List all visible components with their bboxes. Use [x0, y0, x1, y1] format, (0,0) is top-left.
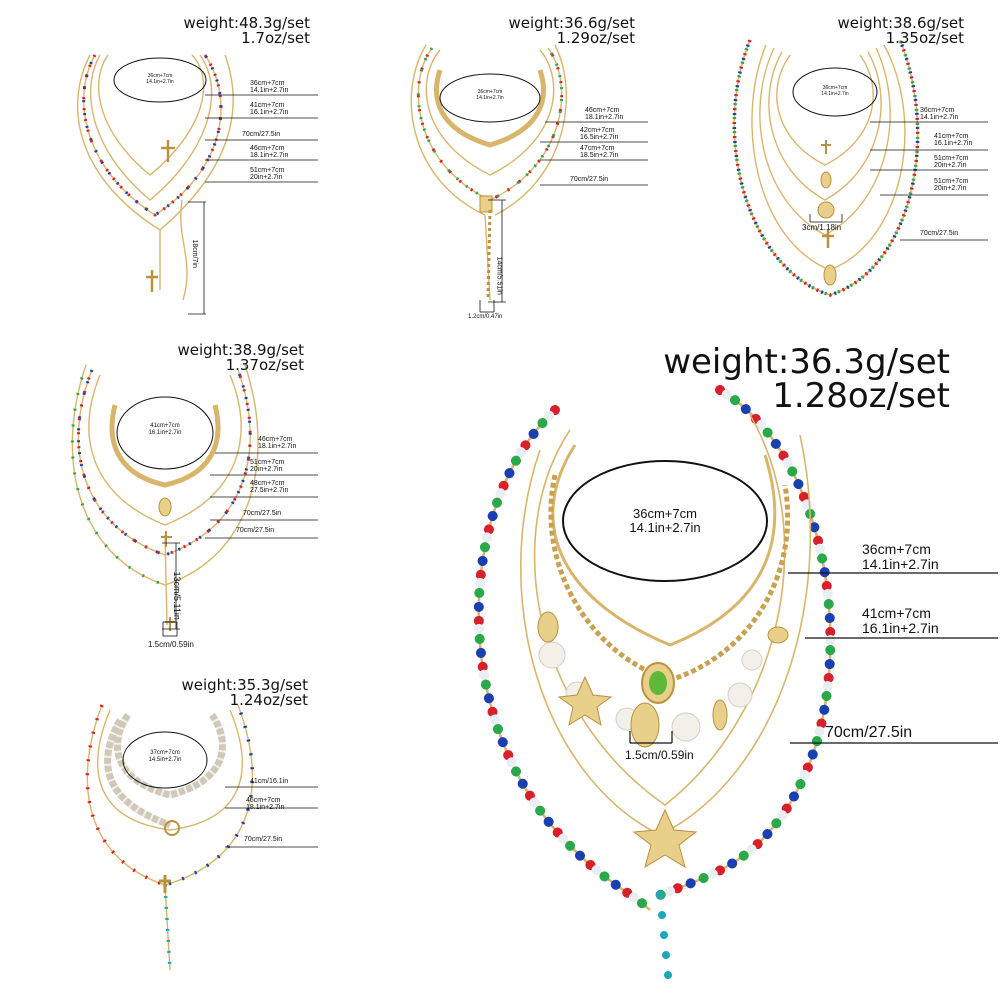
oval-length: 41cm+7cm — [150, 423, 180, 429]
width-label: 1.5cm/0.59in — [625, 748, 694, 762]
oval-length: 37cm+7cm — [150, 750, 180, 756]
width-label: 1.2cm/0.47in — [468, 314, 503, 320]
weight-grams: weight:38.6g/set — [837, 14, 964, 32]
weight-grams: weight:38.9g/set — [177, 341, 304, 359]
oval-length: 36cm+7cm — [147, 73, 173, 79]
weight-ounces: 1.35oz/set — [885, 29, 964, 47]
length-label: 70cm/27.5in — [244, 836, 283, 843]
length-label: 70cm/27.5in — [825, 724, 913, 741]
necklace-illustration — [85, 704, 318, 971]
drop-length-label: 13cm/5.11in — [171, 571, 182, 620]
product-panel-5: weight:35.3g/set 1.24oz/set 37cm+7cm 14.… — [0, 670, 330, 1000]
weight-grams: weight:48.3g/set — [183, 14, 310, 32]
necklace-illustration — [732, 39, 988, 297]
necklace-illustration — [77, 54, 318, 315]
weight-grams: weight:36.6g/set — [508, 14, 635, 32]
length-label: 70cm/27.5in — [570, 176, 609, 183]
oval-length-in: 14.5in+2.7in — [148, 756, 182, 763]
width-label: 3cm/1.18in — [802, 223, 842, 232]
oval-length-in: 14.1in+2.7in — [629, 520, 701, 536]
oval-length-in: 14.1in+2.7in — [146, 78, 174, 85]
necklace-illustration — [410, 44, 648, 313]
drop-length-label: 14cm/5.51in — [495, 256, 503, 295]
length-label: 70cm/27.5in — [920, 230, 959, 237]
weight-ounces: 1.28oz/set — [772, 376, 950, 416]
oval-length: 36cm+7cm — [477, 89, 503, 95]
product-panel-6: weight:36.3g/set 1.28oz/set 36cm+7cm 14.… — [420, 335, 1000, 1000]
length-label: 70cm/27.5in — [243, 510, 282, 517]
oval-length-in: 16.1in+2.7in — [148, 429, 182, 436]
product-panel-4: weight:38.9g/set 1.37oz/set 41cm+7cm 16.… — [0, 335, 330, 660]
product-panel-2: weight:36.6g/set 1.29oz/set 36cm+7cm 14.… — [330, 0, 670, 330]
weight-ounces: 1.24oz/set — [229, 691, 308, 709]
length-label: 70cm/27.5in — [236, 527, 275, 534]
oval-length-in: 14.1in+2.7in — [821, 90, 849, 97]
width-label: 1.5cm/0.59in — [148, 640, 194, 649]
length-label: 70cm/27.5in — [242, 131, 281, 138]
oval-length: 36cm+7cm — [633, 506, 697, 521]
product-panel-1: weight:48.3g/set 1.7oz/set 36cm+7cm 14.1… — [0, 0, 330, 330]
necklace-illustration — [70, 364, 318, 637]
length-label: 41cm/16.1in — [250, 778, 289, 785]
oval-length: 36cm+7cm — [822, 85, 848, 91]
oval-length-in: 14.1in+2.7in — [476, 94, 504, 101]
weight-grams: weight:35.3g/set — [181, 676, 308, 694]
weight-ounces: 1.37oz/set — [225, 356, 304, 374]
weight-grams: weight:36.3g/set — [663, 342, 950, 382]
drop-length-label: 18cm/7in — [190, 239, 198, 268]
product-panel-3: weight:38.6g/set 1.35oz/set 36cm+7cm 14.… — [670, 0, 1000, 330]
weight-ounces: 1.29oz/set — [556, 29, 635, 47]
necklace-illustration — [473, 385, 998, 999]
weight-ounces: 1.7oz/set — [241, 29, 310, 47]
